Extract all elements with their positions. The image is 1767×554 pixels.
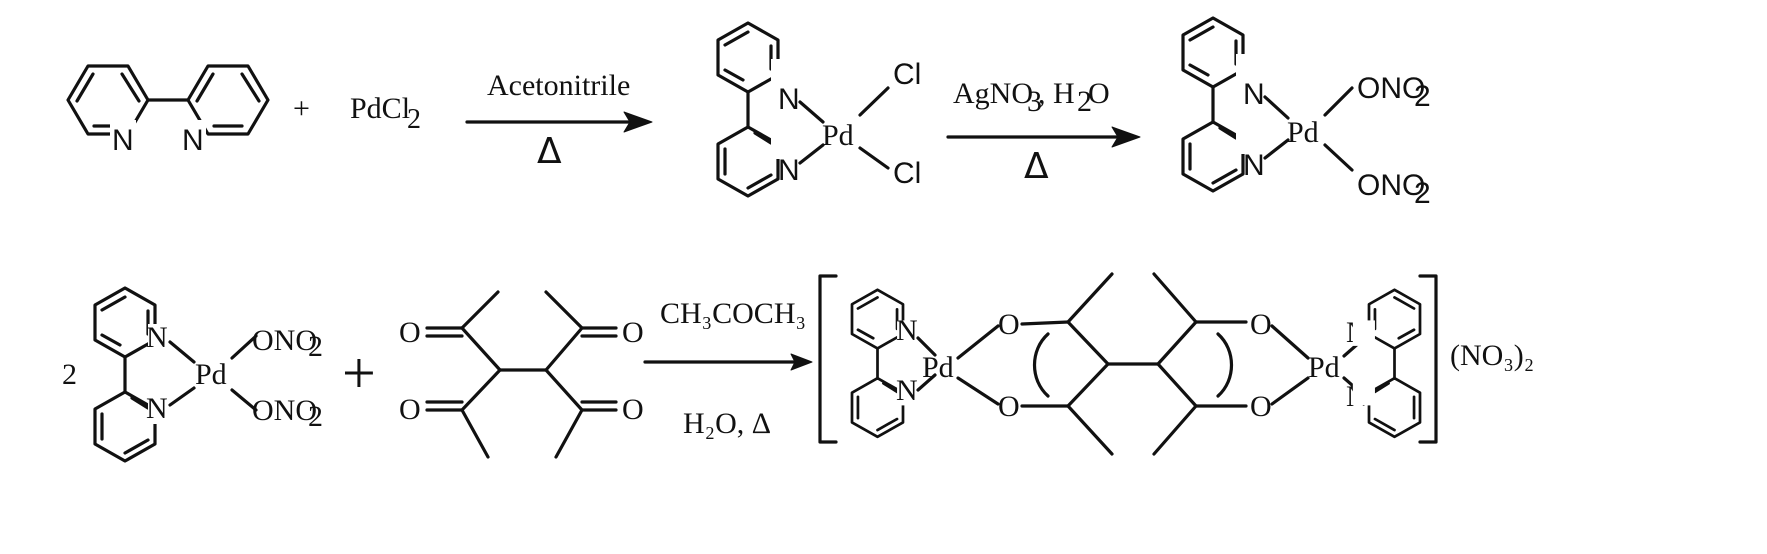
svg-text:2: 2	[1414, 177, 1431, 210]
svg-text:, H: , H	[1038, 77, 1075, 110]
tetraacetylethane: O O O O	[399, 290, 644, 459]
svg-text:O: O	[1250, 308, 1272, 341]
atom-n: N	[112, 124, 134, 157]
bracket-left	[818, 274, 838, 444]
arrow-label-silver-nitrate: AgNO 3 , H 2 O	[953, 77, 1110, 118]
svg-text:AgNO: AgNO	[953, 77, 1033, 110]
svg-text:ONO: ONO	[1357, 72, 1425, 105]
atom-n: N	[182, 124, 204, 157]
svg-text:Cl: Cl	[893, 157, 921, 190]
plus-sign: +	[342, 340, 376, 406]
svg-text:O: O	[998, 390, 1020, 423]
svg-text:Pd: Pd	[1308, 351, 1340, 384]
svg-text:2: 2	[1077, 85, 1092, 118]
svg-text:2: 2	[1414, 80, 1431, 113]
svg-text:ONO: ONO	[252, 394, 317, 427]
svg-text:N: N	[896, 374, 918, 407]
svg-text:Pd: Pd	[1287, 116, 1319, 149]
svg-text:N: N	[896, 314, 918, 347]
svg-text:N: N	[778, 154, 800, 187]
arrow-label-solvent: Acetonitrile	[487, 69, 630, 102]
svg-text:N: N	[1243, 78, 1265, 111]
svg-text:ONO: ONO	[252, 324, 317, 357]
svg-text:N: N	[146, 392, 168, 425]
arrow-label-acetone: CH₃COCH₃	[660, 297, 806, 330]
svg-text:PdCl: PdCl	[350, 92, 410, 125]
svg-text:Pd: Pd	[822, 119, 854, 152]
svg-text:2: 2	[308, 400, 323, 433]
svg-text:N: N	[778, 83, 800, 116]
svg-text:2: 2	[308, 330, 323, 363]
pd-bpy-dinitrate: N N Pd ONO 2 ONO 2	[1181, 16, 1431, 210]
dinuclear-pd-product: N N Pd O O O O Pd N N	[850, 272, 1422, 456]
svg-text:ONO: ONO	[1357, 169, 1425, 202]
stoichiometric-coefficient: 2	[62, 358, 77, 391]
svg-text:Cl: Cl	[893, 58, 921, 91]
svg-text:O: O	[399, 393, 421, 426]
svg-text:O: O	[399, 316, 421, 349]
heat-symbol: Δ	[1024, 146, 1049, 187]
heat-symbol: Δ	[537, 131, 562, 172]
arrow-label-water-heat: H₂O, Δ	[683, 407, 771, 440]
svg-text:2: 2	[407, 104, 421, 135]
svg-text:O: O	[622, 316, 644, 349]
svg-text:N: N	[1243, 149, 1265, 182]
svg-text:3: 3	[1027, 85, 1042, 118]
svg-text:O: O	[622, 393, 644, 426]
bracket-right	[1418, 274, 1438, 444]
pd-bpy-dinitrate-reactant: N N Pd ONO 2 ONO 2	[93, 286, 323, 463]
reagent-pdcl2: PdCl 2	[350, 92, 421, 135]
plus-sign: +	[293, 92, 310, 125]
svg-text:O: O	[1250, 390, 1272, 423]
svg-text:O: O	[1088, 77, 1110, 110]
bipyridine-ligand: N N	[66, 64, 270, 157]
svg-text:N: N	[146, 321, 168, 354]
counter-ion: (NO₃)₂	[1450, 339, 1534, 372]
pd-bpy-dichloride: N N Pd Cl Cl	[716, 21, 921, 198]
svg-text:Pd: Pd	[922, 351, 954, 384]
svg-text:O: O	[998, 308, 1020, 341]
svg-text:Pd: Pd	[195, 358, 227, 391]
